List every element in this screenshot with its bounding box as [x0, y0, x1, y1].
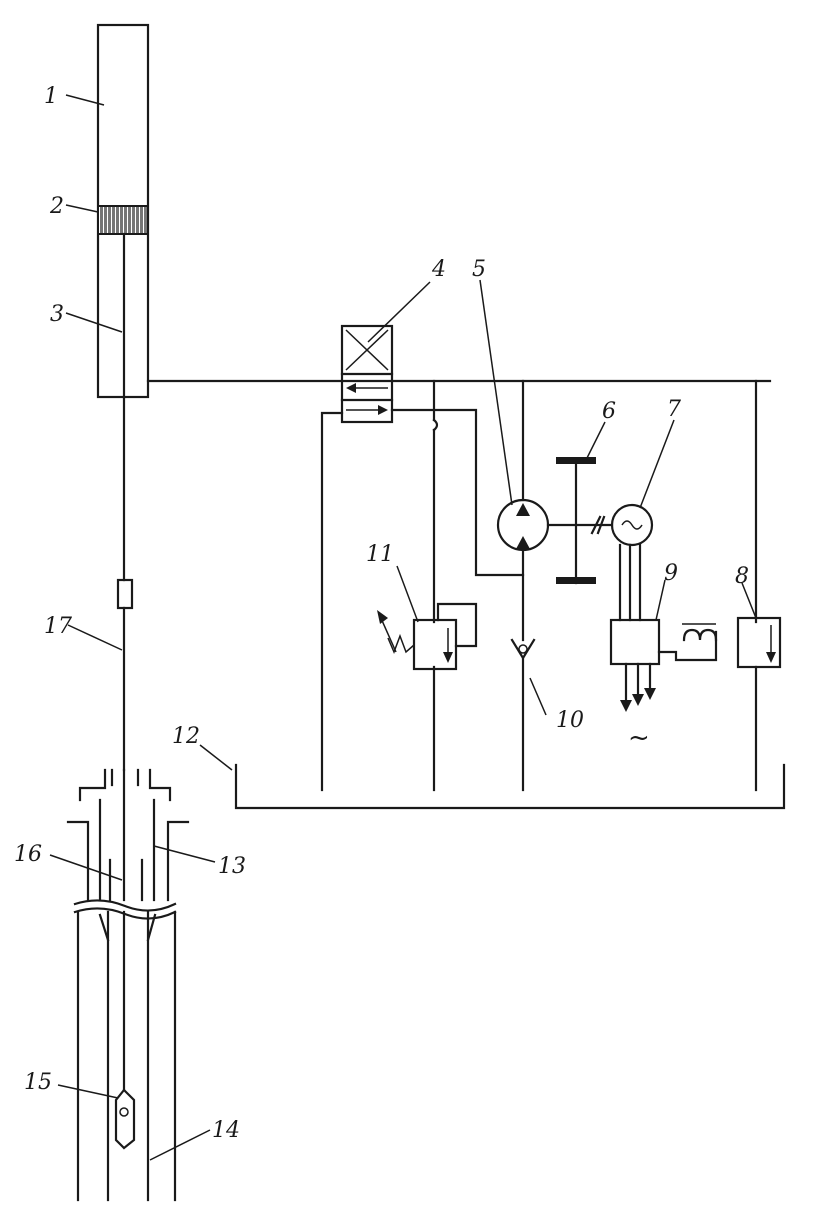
- leader-lines: [49, 94, 757, 1161]
- control-unit: [609, 618, 718, 712]
- ac-output-symbol: ~: [628, 723, 650, 753]
- label-3: 3: [50, 302, 64, 327]
- flywheel-bottom: [556, 577, 596, 584]
- rod-coupling: [116, 578, 134, 610]
- label-7: 7: [667, 397, 681, 422]
- component-labels: 1 2 3 4 5 6 7 8 9 10 11 12 13 14 15 16 1…: [14, 84, 749, 1143]
- label-2: 2: [49, 194, 64, 219]
- label-10: 10: [556, 708, 584, 733]
- adjustable-valve-11: [377, 602, 478, 671]
- label-8: 8: [735, 564, 749, 589]
- check-valve: [510, 638, 536, 661]
- label-4: 4: [431, 257, 446, 282]
- pump: [496, 498, 550, 552]
- hydraulic-cylinder: [96, 23, 150, 399]
- label-5: 5: [472, 257, 486, 282]
- label-15: 15: [24, 1070, 52, 1095]
- relief-valve-8: [736, 616, 782, 669]
- label-14: 14: [212, 1118, 240, 1143]
- wellhead: [66, 768, 190, 902]
- generator: [610, 503, 654, 622]
- distribution-valve: [340, 324, 394, 424]
- label-6: 6: [602, 399, 616, 424]
- break-line: [73, 899, 177, 912]
- hydraulic-lines: [146, 379, 786, 810]
- drive-shaft: [546, 457, 614, 585]
- piston: [97, 205, 149, 235]
- label-13: 13: [218, 854, 246, 879]
- label-9: 9: [664, 561, 678, 586]
- well-casing: [76, 910, 177, 1202]
- label-11: 11: [366, 542, 394, 567]
- label-16: 16: [14, 842, 42, 867]
- rod-string: [116, 395, 134, 1092]
- label-17: 17: [44, 614, 72, 639]
- downhole-pump: [114, 1088, 136, 1150]
- label-1: 1: [44, 84, 58, 109]
- label-12: 12: [172, 724, 200, 749]
- flywheel-top: [556, 457, 596, 464]
